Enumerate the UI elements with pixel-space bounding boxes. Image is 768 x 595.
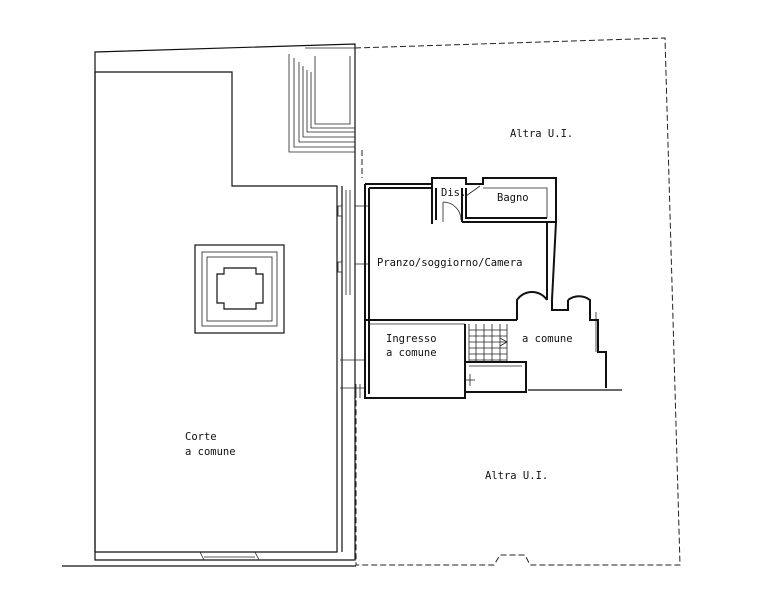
- label-dis: Dis.: [441, 187, 466, 199]
- staircase-top: [288, 47, 355, 153]
- label-pranzo-soggiorno-camera: Pranzo/soggiorno/Camera: [377, 257, 522, 269]
- label-ingresso: Ingresso: [386, 333, 437, 345]
- courtyard-well: [194, 244, 285, 334]
- altra-ui-boundary: [354, 37, 681, 566]
- passage-walls: [337, 186, 365, 552]
- room-labels: Altra U.I. Dis. Bagno Pranzo/soggiorno/C…: [185, 128, 573, 482]
- label-altra-ui-bottom: Altra U.I.: [485, 470, 548, 482]
- corte-boundary: [62, 43, 356, 567]
- label-altra-ui-top: Altra U.I.: [510, 128, 573, 140]
- label-ingresso-comune: a comune: [386, 347, 437, 359]
- apartment-outline: [355, 177, 622, 399]
- label-a-comune-right: a comune: [522, 333, 573, 345]
- label-bagno: Bagno: [497, 192, 529, 204]
- label-corte: Corte: [185, 431, 217, 443]
- label-corte-comune: a comune: [185, 446, 236, 458]
